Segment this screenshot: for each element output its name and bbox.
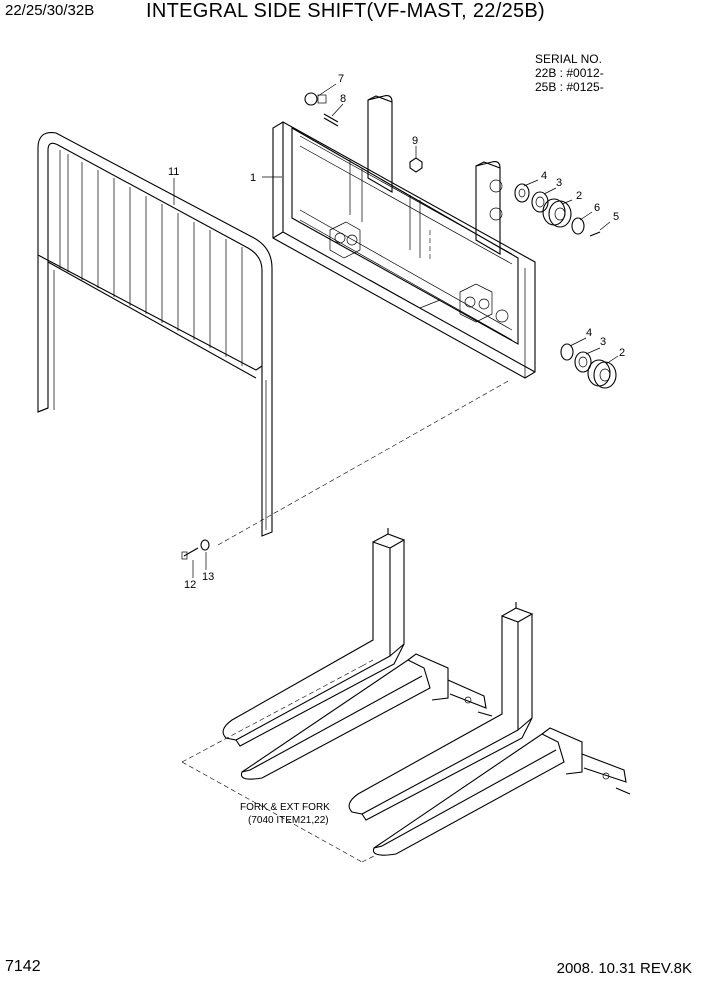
callout-9: 9	[412, 135, 418, 147]
callout-3-upper: 3	[556, 177, 562, 189]
callout-2-lower: 2	[619, 347, 625, 359]
nut-9	[409, 157, 423, 173]
callout-6: 6	[594, 202, 600, 214]
date-revision: 2008. 10.31 REV.8K	[556, 960, 692, 977]
fork-note-line2: (7040 ITEM21,22)	[248, 815, 329, 826]
page-number: 7142	[5, 958, 41, 975]
callout-2-upper: 2	[576, 190, 582, 202]
fork-left	[222, 528, 493, 780]
model-code: 22/25/30/32B	[5, 2, 95, 19]
callout-7: 7	[338, 73, 344, 85]
serial-label: SERIAL NO.	[535, 52, 602, 66]
bolt-7-8	[304, 92, 339, 127]
serial-line-22b: 22B : #0012-	[535, 66, 604, 80]
callout-3-lower: 3	[600, 336, 606, 348]
leader-lines	[217, 83, 619, 546]
roller-group-upper	[514, 183, 601, 237]
callout-13: 13	[202, 571, 214, 583]
callout-4-lower: 4	[586, 327, 592, 339]
fork-note-line1: FORK & EXT FORK	[240, 802, 330, 813]
callout-4-upper: 4	[541, 170, 547, 182]
fork-right	[348, 602, 631, 856]
callout-1: 1	[250, 172, 256, 184]
callout-5: 5	[613, 211, 619, 223]
callout-8: 8	[340, 93, 346, 105]
serial-line-25b: 25B : #0125-	[535, 80, 604, 94]
fork-group-outline	[181, 659, 375, 863]
carriage-frame	[272, 95, 536, 379]
page-title: INTEGRAL SIDE SHIFT(VF-MAST, 22/25B)	[146, 0, 546, 22]
bolt-12-washer-13	[181, 539, 210, 578]
load-backrest	[37, 132, 273, 537]
callout-12: 12	[184, 579, 196, 591]
roller-group-lower	[560, 343, 617, 389]
callout-11: 11	[168, 166, 179, 178]
